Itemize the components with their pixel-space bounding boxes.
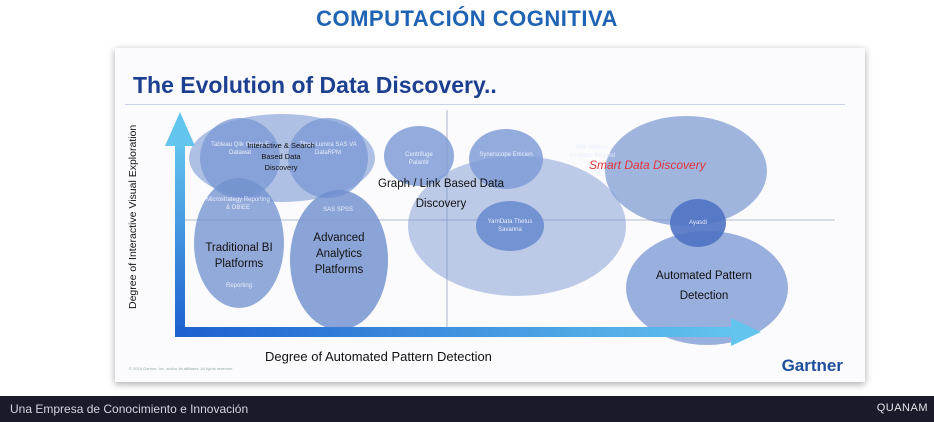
label-graph: Graph / Link Based Data Discovery bbox=[378, 178, 504, 210]
slide-heading: The Evolution of Data Discovery.. bbox=[133, 72, 497, 98]
label-smart-data-discovery: Smart Data Discovery bbox=[589, 158, 706, 172]
slide: The Evolution of Data Discovery.. bbox=[115, 48, 865, 382]
vendor-yarddata: YarnData Thetus Savanna bbox=[487, 219, 533, 233]
x-axis-label: Degree of Automated Pattern Detection bbox=[265, 349, 492, 364]
y-axis-label: Degree of Interactive Visual Exploration bbox=[127, 124, 139, 309]
vendor-reporting: Reporting bbox=[225, 283, 252, 289]
label-interactive: Interactive & Search Based Data Discover… bbox=[247, 141, 315, 172]
bubble-tableau bbox=[200, 118, 280, 198]
vendor-ayasdi: Ayasdi bbox=[689, 220, 707, 226]
vendor-centrifuge: Centrifuge Palantir bbox=[405, 152, 433, 166]
gartner-logo: Gartner bbox=[782, 356, 843, 376]
vendor-tibco: Tibco Lumira SAS VA DataRPM bbox=[299, 142, 357, 156]
bubble-yarddata bbox=[476, 201, 544, 251]
footer-company: QUANAM bbox=[876, 402, 928, 414]
bubble-smart-group bbox=[605, 116, 767, 226]
label-traditional: Traditional BI Platforms bbox=[205, 242, 273, 270]
vendor-sas: SAS SPSS bbox=[323, 207, 353, 213]
page-title: COMPUTACIÓN COGNITIVA bbox=[316, 6, 618, 31]
vendor-tableau: Tableau Qlik Oracle E Datawat bbox=[210, 142, 270, 156]
bubble-automated-group bbox=[626, 231, 788, 345]
vendor-ibm: IBM Watson Analytics Beyond bbox=[568, 145, 616, 159]
bubble-tibco bbox=[288, 118, 368, 198]
copyright-notice: © 2014 Gartner, Inc. and/or its affiliat… bbox=[129, 366, 234, 371]
bubble-advanced bbox=[290, 190, 388, 330]
y-axis-arrowhead bbox=[165, 112, 195, 146]
label-advanced: Advanced Analytics Platforms bbox=[313, 232, 365, 276]
heading-divider bbox=[125, 104, 845, 105]
vendor-microstrategy: Microstrategy Reporting & OBIEE bbox=[206, 197, 270, 211]
y-axis bbox=[175, 144, 185, 336]
bubble-centrifuge bbox=[384, 126, 454, 186]
x-axis bbox=[175, 327, 735, 337]
x-axis-arrowhead bbox=[731, 318, 761, 346]
vendor-synerscope: Synerscope Emcien bbox=[479, 152, 533, 158]
gartner-brand-text: Gartner bbox=[781, 356, 843, 375]
label-automated: Automated Pattern Detection bbox=[656, 270, 752, 302]
footer-bar: Una Empresa de Conocimiento e Innovación… bbox=[0, 396, 934, 422]
bubble-traditional bbox=[194, 178, 284, 308]
evolution-diagram bbox=[165, 110, 835, 346]
bubble-synerscope bbox=[469, 129, 543, 189]
footer-tagline: Una Empresa de Conocimiento e Innovación bbox=[10, 402, 249, 416]
bubble-ayasdi bbox=[670, 199, 726, 247]
